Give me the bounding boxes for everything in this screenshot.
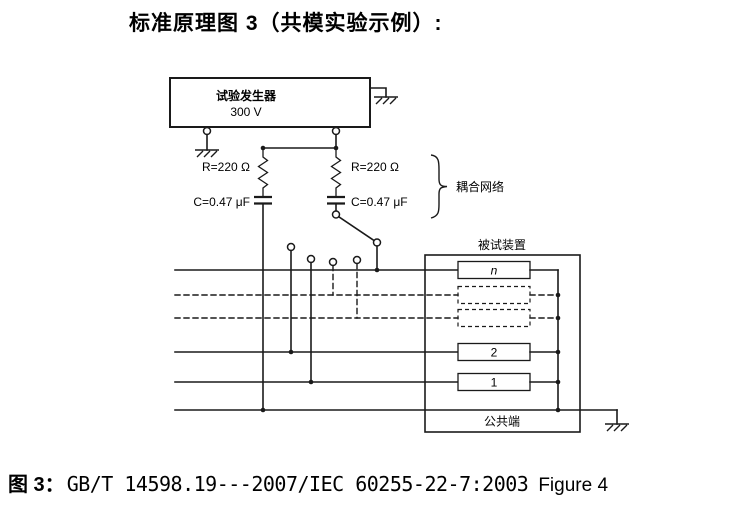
dut-box xyxy=(424,254,581,433)
test-generator: 试验发生器 300 V xyxy=(169,77,371,128)
generator-ground xyxy=(369,87,399,105)
generator-label: 试验发生器 xyxy=(216,88,277,103)
channel-box-dashed xyxy=(457,285,531,305)
figure-caption: 图 3：GB/T 14598.19---2007/IEC 60255-22-7:… xyxy=(8,468,608,497)
channel-1-label: 1 xyxy=(491,376,498,390)
coupling-network: R=220 Ω C=0.47 μF R=220 Ω C=0.47 μF 耦合网络 xyxy=(193,133,504,411)
channel-box-dashed xyxy=(457,308,531,328)
capacitor-left xyxy=(254,195,272,205)
capacitor-right xyxy=(327,195,345,205)
common-terminal-label: 公共端 xyxy=(484,415,520,429)
switch-blade xyxy=(337,215,376,242)
generator-terminal-left xyxy=(202,126,212,136)
selector-switch xyxy=(286,210,382,383)
dut-ground xyxy=(604,409,630,432)
capacitor-left-label: C=0.47 μF xyxy=(193,195,250,209)
channel-n-label: n xyxy=(491,264,498,278)
switch-contact xyxy=(328,257,338,267)
coupling-brace xyxy=(430,154,448,219)
switch-contact xyxy=(286,242,296,252)
coupling-network-label: 耦合网络 xyxy=(456,179,504,194)
caption-standard-reference: GB/T 14598.19---2007/IEC 60255-22-7:2003 xyxy=(66,472,529,496)
generator-voltage: 300 V xyxy=(230,105,261,119)
channel-2-label: 2 xyxy=(491,346,498,360)
generator-box xyxy=(169,77,371,128)
branch-feed-wire xyxy=(262,133,337,149)
dut-label: 被试装置 xyxy=(478,237,526,252)
generator-terminal-right xyxy=(331,126,341,136)
caption-figure-number: 图 3： xyxy=(8,474,65,496)
resistor-right-label: R=220 Ω xyxy=(351,160,399,174)
test-lines xyxy=(174,269,618,411)
switch-contact xyxy=(352,255,362,265)
ground-symbol-icon xyxy=(604,423,630,432)
device-under-test: 被试装置 n 2 1 公共端 xyxy=(424,237,581,433)
resistor-right xyxy=(330,147,342,198)
ground-symbol-icon xyxy=(373,96,399,105)
page-title: 标准原理图 3（共模实验示例）: xyxy=(129,12,443,35)
switch-pivot xyxy=(331,210,341,219)
ground-symbol-icon xyxy=(194,149,220,158)
caption-figure-label: Figure 4 xyxy=(538,475,609,496)
capacitor-right-label: C=0.47 μF xyxy=(351,195,408,209)
switch-contact xyxy=(372,238,382,247)
junction-dots xyxy=(260,267,561,413)
resistor-left xyxy=(257,147,269,198)
left-terminal-ground xyxy=(194,133,220,158)
switch-contact xyxy=(306,254,316,264)
ground-lead xyxy=(369,87,387,98)
resistor-left-label: R=220 Ω xyxy=(202,160,250,174)
